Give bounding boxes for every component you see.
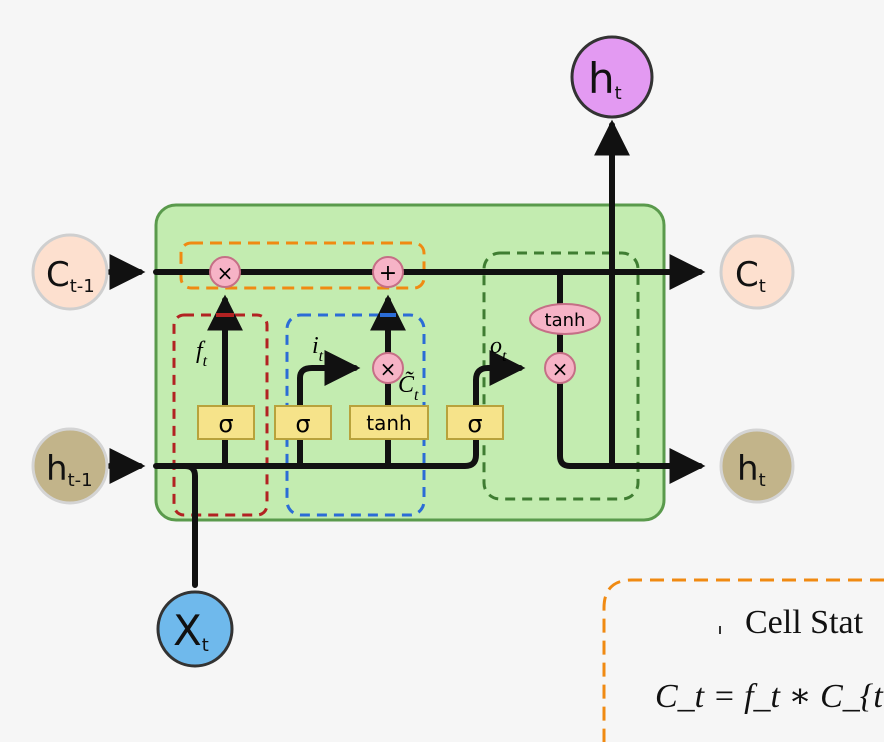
multiply-output-op: ×	[544, 352, 576, 384]
cell-state-title: Cell Stat	[745, 604, 864, 641]
c-prev-label: Ct-1	[46, 255, 95, 297]
lstm-cell-body	[154, 203, 666, 522]
h-prev-label: ht-1	[46, 449, 93, 491]
tanh-output-op: tanh	[529, 303, 601, 335]
cell-state-panel: Cell Stat C_t = f_t ∗ C_{t−1}	[602, 578, 884, 742]
output-gate-region-box	[482, 251, 640, 501]
x-input-label: Xt	[173, 606, 209, 656]
h-top-node: ht	[570, 35, 654, 119]
forget-gate-symbol: ft	[196, 338, 208, 370]
output-gate-label: σ	[467, 410, 482, 438]
add-cell-label: +	[379, 261, 397, 286]
candidate-gate-tanh: tanh	[349, 405, 429, 440]
multiply-forget-op: ×	[209, 256, 241, 288]
c-prev-node: Ct-1	[31, 233, 109, 311]
multiply-input-label: ×	[380, 357, 397, 381]
h-next-node: ht	[719, 428, 795, 504]
output-gate-symbol: ot	[490, 333, 507, 365]
h-next-label: ht	[737, 449, 766, 491]
h-prev-node: ht-1	[31, 427, 109, 505]
multiply-output-label: ×	[552, 357, 569, 381]
h-top-label: ht	[588, 54, 622, 104]
candidate-gate-label: tanh	[366, 411, 411, 435]
forget-gate-sigma: σ	[197, 405, 255, 440]
input-gate-label: σ	[295, 410, 310, 438]
forget-gate-label: σ	[218, 410, 233, 438]
multiply-forget-label: ×	[217, 261, 234, 285]
cell-state-region-box	[179, 241, 426, 290]
x-input-node: Xt	[156, 590, 234, 668]
input-gate-sigma: σ	[274, 405, 332, 440]
tanh-output-label: tanh	[545, 310, 586, 331]
c-next-node: Ct	[719, 234, 795, 310]
add-cell-op: +	[372, 256, 404, 288]
multiply-input-op: ×	[372, 352, 404, 384]
input-gate-region-box	[285, 313, 426, 517]
c-next-label: Ct	[735, 255, 766, 297]
candidate-symbol: C̃t	[398, 371, 419, 404]
input-gate-symbol: it	[312, 333, 324, 365]
cell-state-equation: C_t = f_t ∗ C_{t−1}	[655, 678, 884, 715]
output-gate-sigma: σ	[446, 405, 504, 440]
